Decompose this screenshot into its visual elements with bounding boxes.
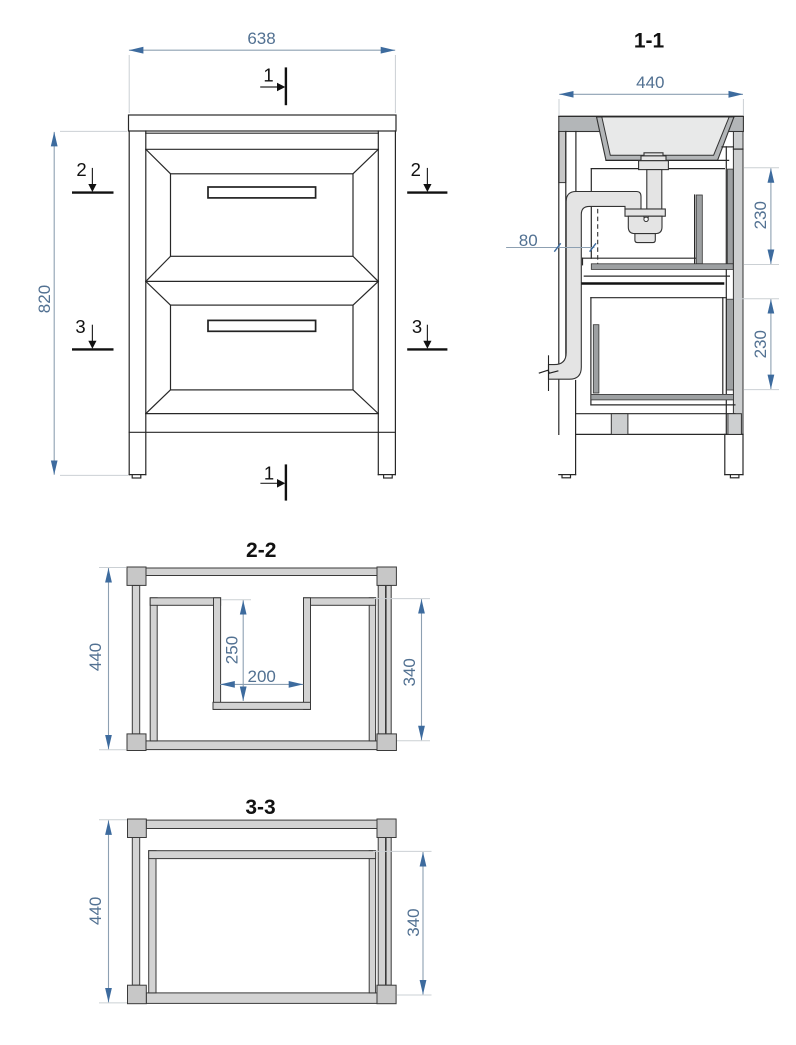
svg-text:2: 2 [411, 159, 421, 180]
svg-text:440: 440 [86, 643, 105, 671]
svg-text:230: 230 [751, 330, 770, 358]
svg-text:440: 440 [86, 897, 105, 925]
svg-text:1-1: 1-1 [634, 29, 665, 52]
svg-text:1: 1 [264, 463, 274, 484]
svg-text:3-3: 3-3 [245, 796, 275, 819]
svg-text:2-2: 2-2 [246, 539, 276, 562]
svg-text:1: 1 [263, 65, 273, 86]
svg-text:80: 80 [519, 231, 538, 250]
svg-text:820: 820 [35, 285, 54, 313]
svg-text:440: 440 [636, 73, 664, 92]
svg-text:3: 3 [75, 316, 85, 337]
svg-text:340: 340 [404, 908, 423, 936]
svg-text:250: 250 [222, 636, 241, 664]
svg-text:3: 3 [412, 316, 422, 337]
svg-text:200: 200 [248, 667, 276, 686]
svg-text:638: 638 [247, 29, 275, 48]
svg-text:340: 340 [400, 658, 419, 686]
svg-text:2: 2 [76, 159, 86, 180]
svg-text:230: 230 [751, 201, 770, 229]
